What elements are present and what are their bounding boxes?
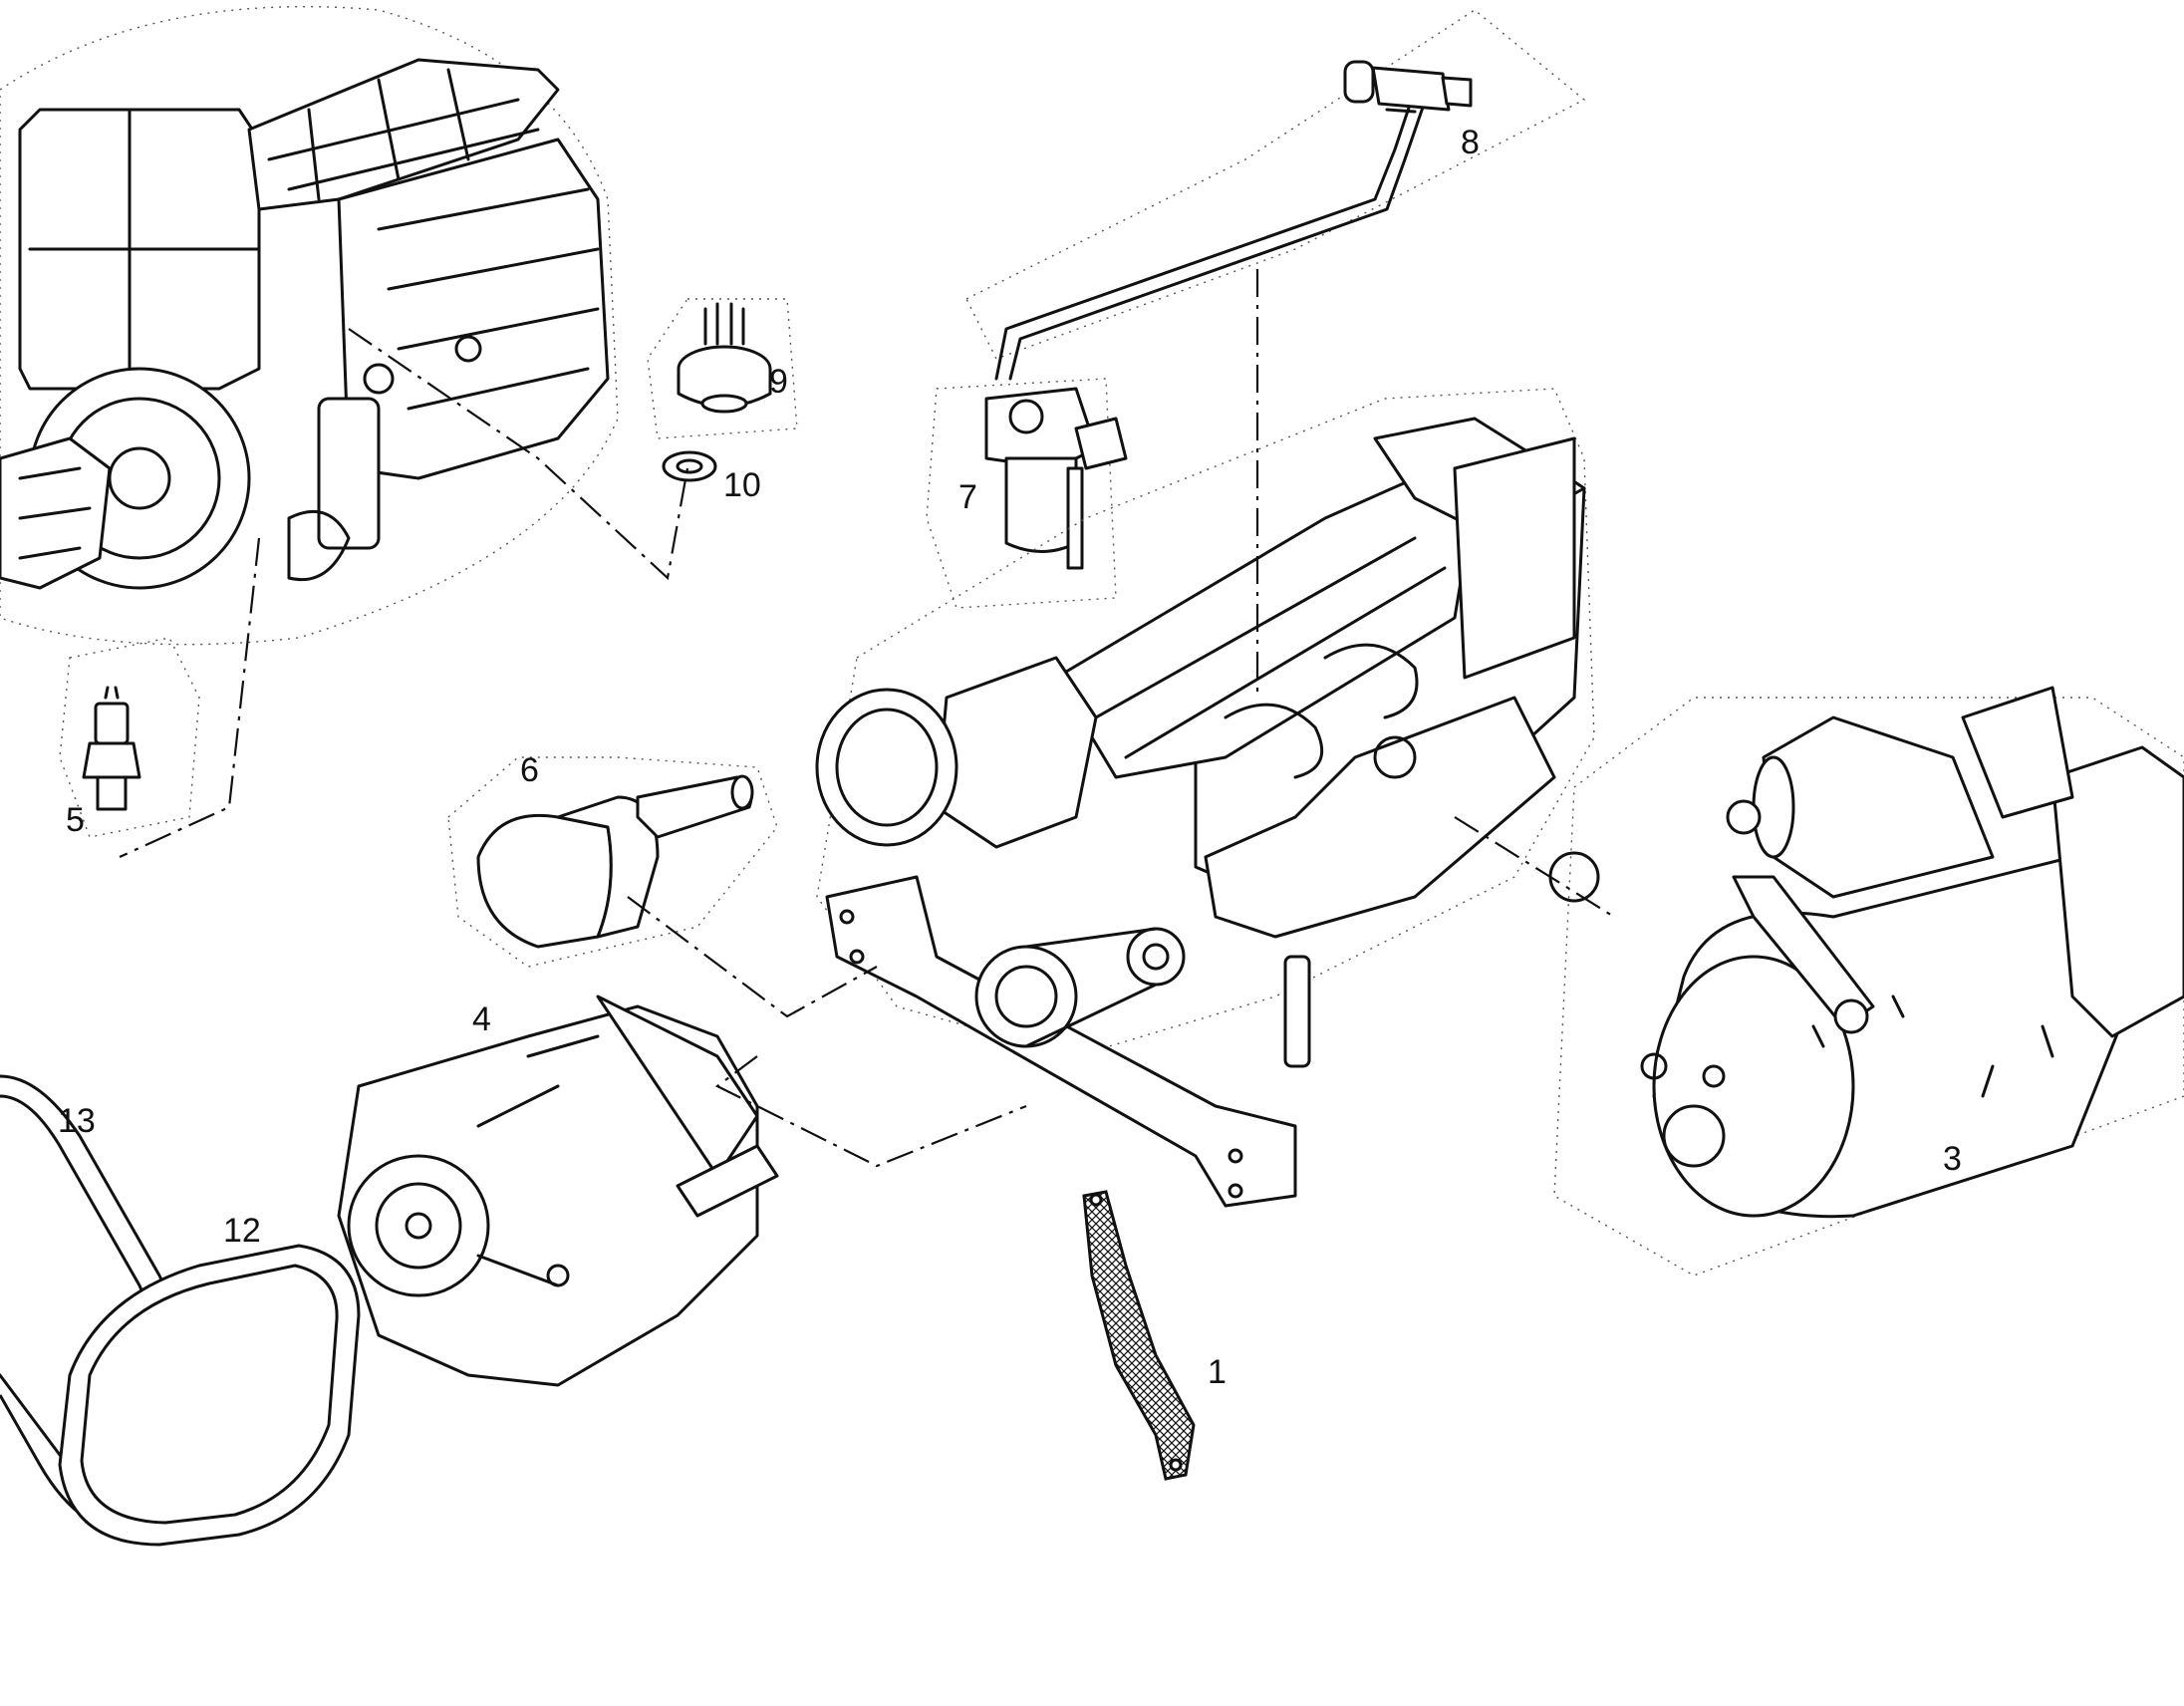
callout-12: 12 [223,1212,261,1250]
part-9-pressure-switch [647,298,798,439]
part-6-hose-fitting [447,756,778,968]
callout-5: 5 [66,801,85,839]
part-3-starter-motor [1553,686,2184,1277]
part-10-washer [662,450,717,482]
callout-8: 8 [1461,124,1480,161]
part-7-filter [926,378,1128,609]
callout-6: 6 [520,751,539,789]
callout-1: 1 [1208,1353,1227,1391]
assembly-leader-lines [119,269,1615,1168]
callout-3: 3 [1943,1140,1962,1178]
callout-7: 7 [958,478,977,516]
part-4-alternator [337,995,779,1387]
engine-inset-illustration [0,6,619,646]
callout-9: 9 [769,363,788,401]
callout-10: 10 [723,466,761,504]
callout-4: 4 [472,1000,491,1038]
callout-labels: 1 3 4 5 6 7 8 9 10 12 13 [58,124,1962,1391]
part-12-belt [58,1244,361,1547]
engine-block [815,388,1600,1208]
callout-13: 13 [58,1102,96,1140]
part-1-ground-strap [1082,1190,1196,1481]
part-8-pipe [965,9,1586,381]
part-5-switch [59,637,200,838]
